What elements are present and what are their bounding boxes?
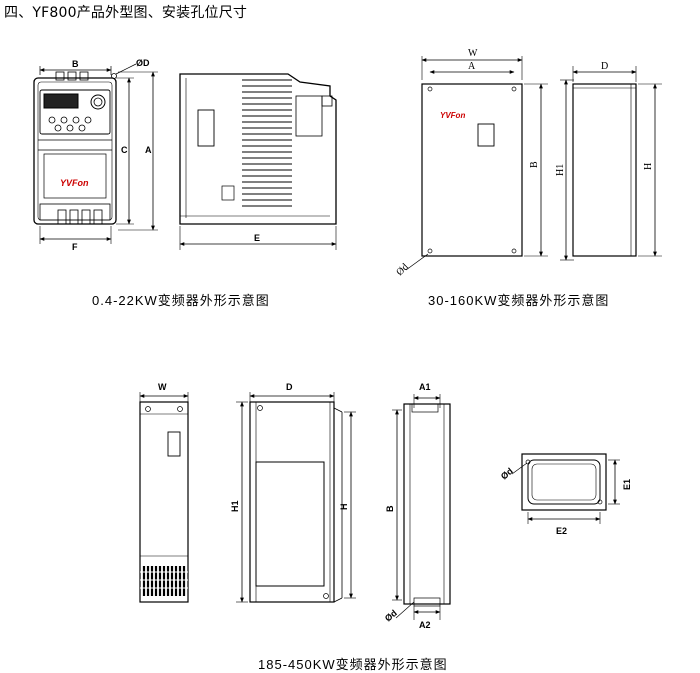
fig2-label-d: D: [601, 61, 608, 72]
fig3-label-w: W: [158, 382, 167, 392]
fig3-label-d: D: [286, 382, 293, 392]
fig1-label-a: A: [145, 145, 152, 155]
fig3-label-od-cutout: Ød: [499, 466, 515, 482]
brand-logo-fig2: YVFon: [440, 111, 465, 120]
fig1-label-e: E: [254, 233, 260, 243]
fig3-label-b: B: [385, 505, 395, 512]
fig3-label-e2: E2: [556, 526, 567, 536]
fig3-cutout-view: [511, 453, 620, 524]
fig3-front-view: [139, 392, 189, 603]
fig3-label-e1: E1: [622, 479, 632, 490]
fig2-label-a: A: [468, 61, 476, 72]
fig1-front-view: [33, 63, 158, 244]
fig1-label-f: F: [72, 242, 78, 252]
fig2-label-b: B: [529, 161, 540, 168]
fig1-label-c: C: [121, 145, 128, 155]
fig1-label-b: B: [72, 59, 79, 69]
fig3-label-h: H: [339, 504, 349, 511]
fig3-side-view: [236, 392, 356, 603]
section-heading: 四、YF800产品外型图、安装孔位尺寸: [4, 5, 248, 21]
caption-small-model: 0.4-22KW变频器外形示意图: [92, 293, 270, 308]
fig3-label-a1: A1: [419, 382, 431, 392]
brand-logo-fig1: YVFon: [60, 178, 89, 188]
fig2-label-h: H: [643, 163, 654, 170]
fig3-label-h1: H1: [230, 500, 240, 512]
fig2-label-w: W: [468, 48, 478, 59]
fig2-side-view: [572, 66, 662, 257]
fig1-label-od: ØD: [136, 58, 150, 68]
fig2-label-od: Ød: [394, 262, 410, 278]
fig1-side-view: [179, 73, 337, 250]
fig3-label-a2: A2: [419, 620, 431, 630]
caption-large-model: 185-450KW变频器外形示意图: [258, 657, 448, 672]
caption-mid-model: 30-160KW变频器外形示意图: [428, 293, 610, 308]
fig3-label-od-mount: Ød: [383, 608, 399, 624]
fig2-label-h1: H1: [555, 164, 566, 176]
fig3-mounting-view: [392, 394, 451, 620]
fig2-front-view: [405, 56, 574, 271]
